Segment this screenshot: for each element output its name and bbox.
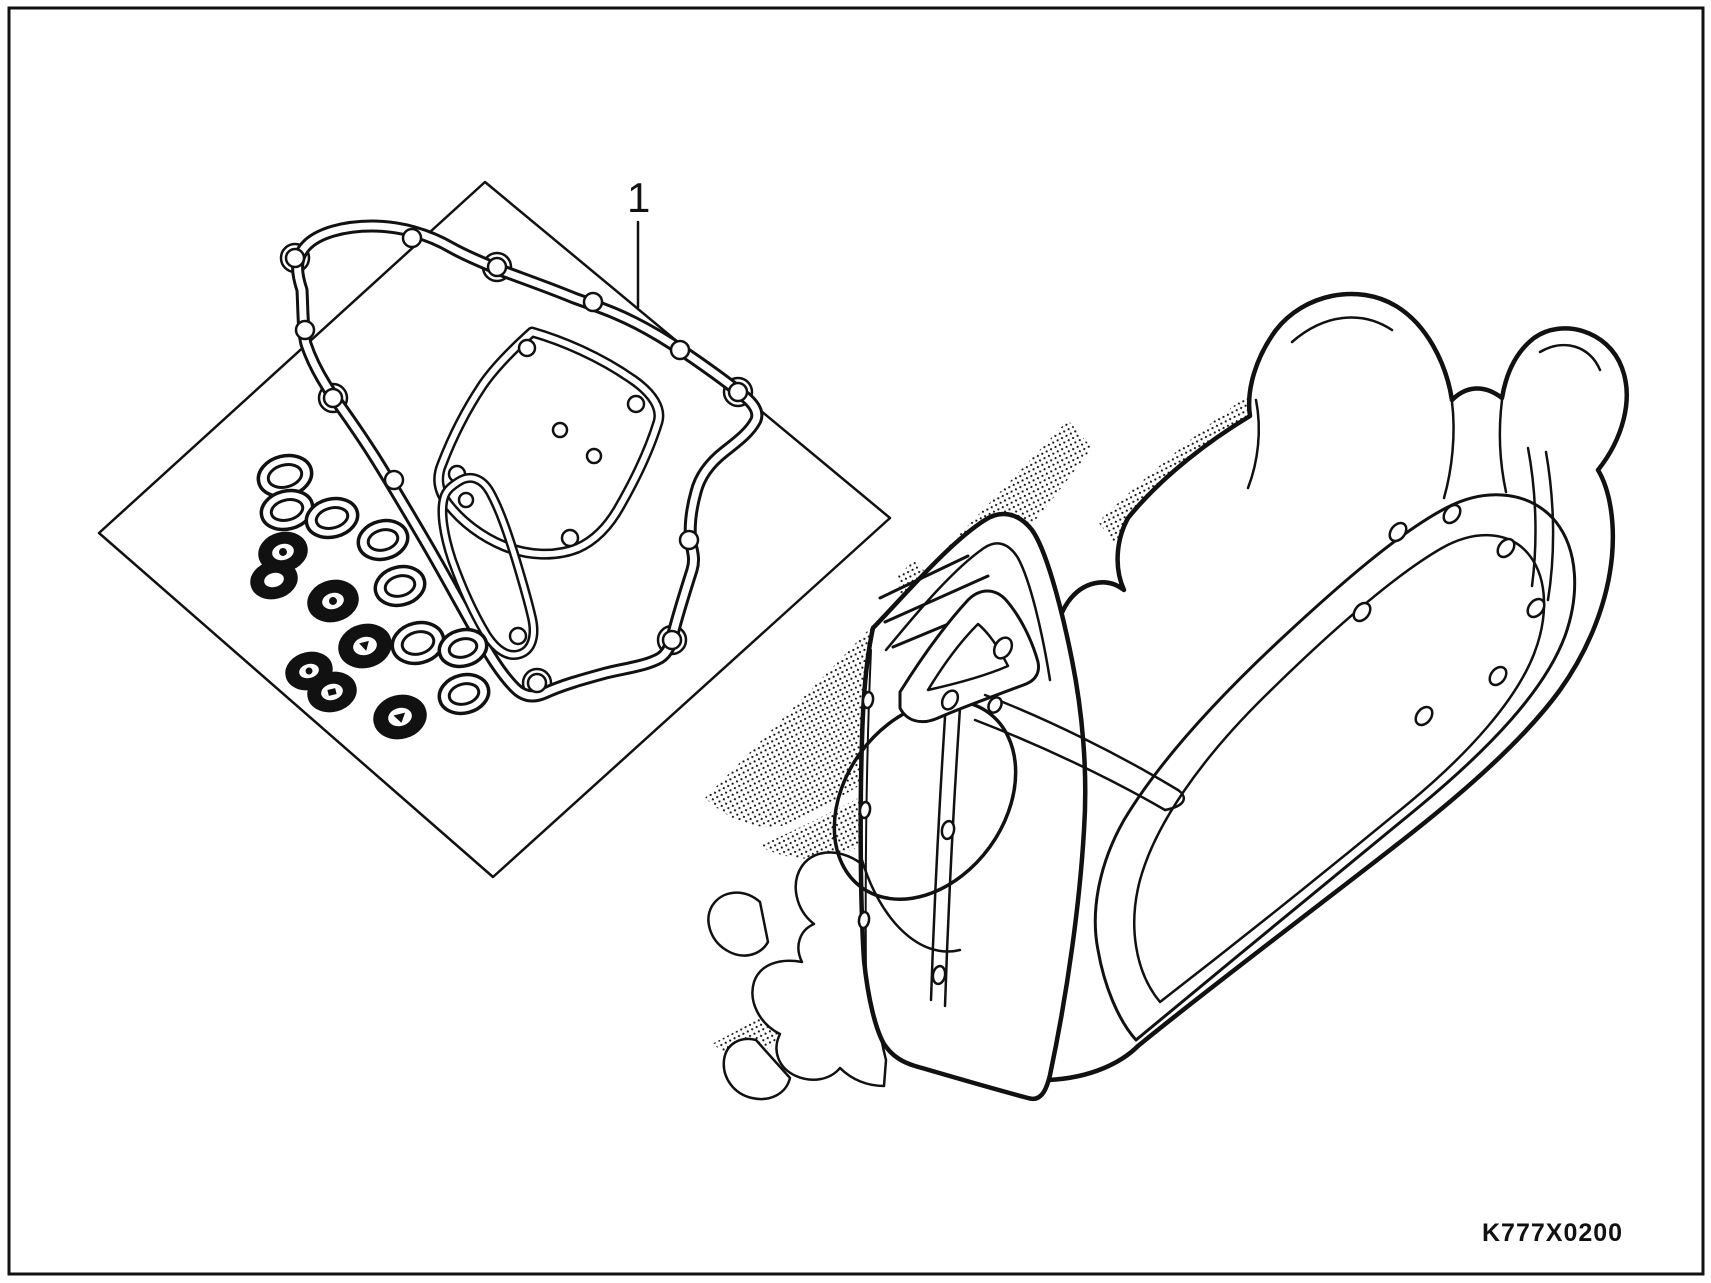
- breather-sub-gasket-icon: [437, 472, 539, 660]
- o-ring-icon: [373, 564, 427, 608]
- oil-seal-icon: [250, 560, 298, 600]
- engine-bracket-icon: [898, 589, 1186, 812]
- o-ring-icon: [256, 453, 314, 499]
- figure-border: [7, 6, 1705, 1276]
- engine-crankcase-assembly: [707, 291, 1629, 1102]
- o-ring-icon: [259, 488, 315, 532]
- o-ring-icon: [437, 627, 489, 669]
- o-ring-icon: [437, 672, 491, 716]
- oil-seal-set: [250, 531, 427, 740]
- crankcase-feet: [707, 851, 888, 1101]
- oil-seal-icon: [373, 694, 427, 740]
- cover-sub-gasket-icon: [433, 326, 665, 560]
- oil-seal-icon: [338, 623, 392, 669]
- o-ring-icon: [390, 620, 446, 666]
- oil-seal-icon: [307, 671, 357, 713]
- o-ring-icon: [304, 496, 360, 540]
- drawing-code: K777X0200: [1482, 1219, 1623, 1247]
- crankcase-cover-gasket-icon: [279, 219, 764, 703]
- o-ring-icon: [356, 518, 410, 562]
- callout-number: 1: [627, 174, 650, 221]
- part-callout: 1: [627, 174, 650, 309]
- transmission-side-cover-icon: [1043, 291, 1629, 1083]
- o-ring-set: [256, 453, 491, 716]
- oil-seal-icon: [307, 579, 359, 623]
